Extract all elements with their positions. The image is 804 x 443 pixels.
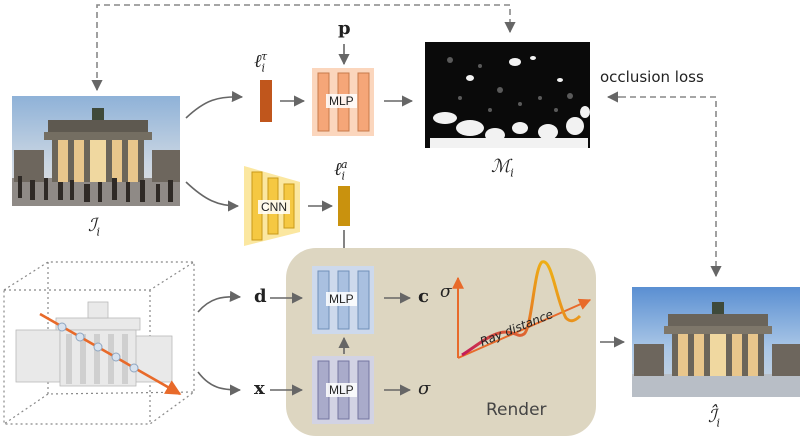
arrow-photo-to-tau [185,90,244,119]
occlusion-loss-label: occlusion loss [600,68,704,86]
mask-label: ℳi [491,156,514,180]
input-photo [12,96,180,206]
occlusion-mask [425,42,590,148]
density-mlp-label: MLP [326,383,357,397]
arrow-scene-to-d [197,290,242,313]
density-axis-label: σ [440,282,452,302]
color-output-label: c [418,286,429,307]
dashed-feedback-loop [96,4,511,88]
scene-volume [3,261,195,425]
output-image-label: ℐ̂i [708,406,720,430]
arrow-photo-to-cnn [185,181,240,212]
appearance-embedding-label: ℓia [334,158,348,183]
appearance-embedding-bar [338,186,350,226]
transient-embedding-label: ℓiτ [254,50,268,75]
arrow-scene-to-x [197,371,242,396]
color-mlp-label: MLP [326,292,357,306]
position-label-x: x [254,378,265,399]
cnn-label: CNN [258,200,290,214]
density-output-label: σ [418,378,431,399]
transient-mlp-label: MLP [326,94,357,108]
pose-label-p: p [338,18,351,39]
direction-label-d: d [254,286,267,307]
input-image-label: ℐi [88,215,100,239]
output-photo [632,287,800,397]
transient-embedding-bar [260,80,272,122]
occlusion-loss-connector [610,96,717,272]
density-plot [452,260,592,359]
render-label: Render [486,400,547,420]
